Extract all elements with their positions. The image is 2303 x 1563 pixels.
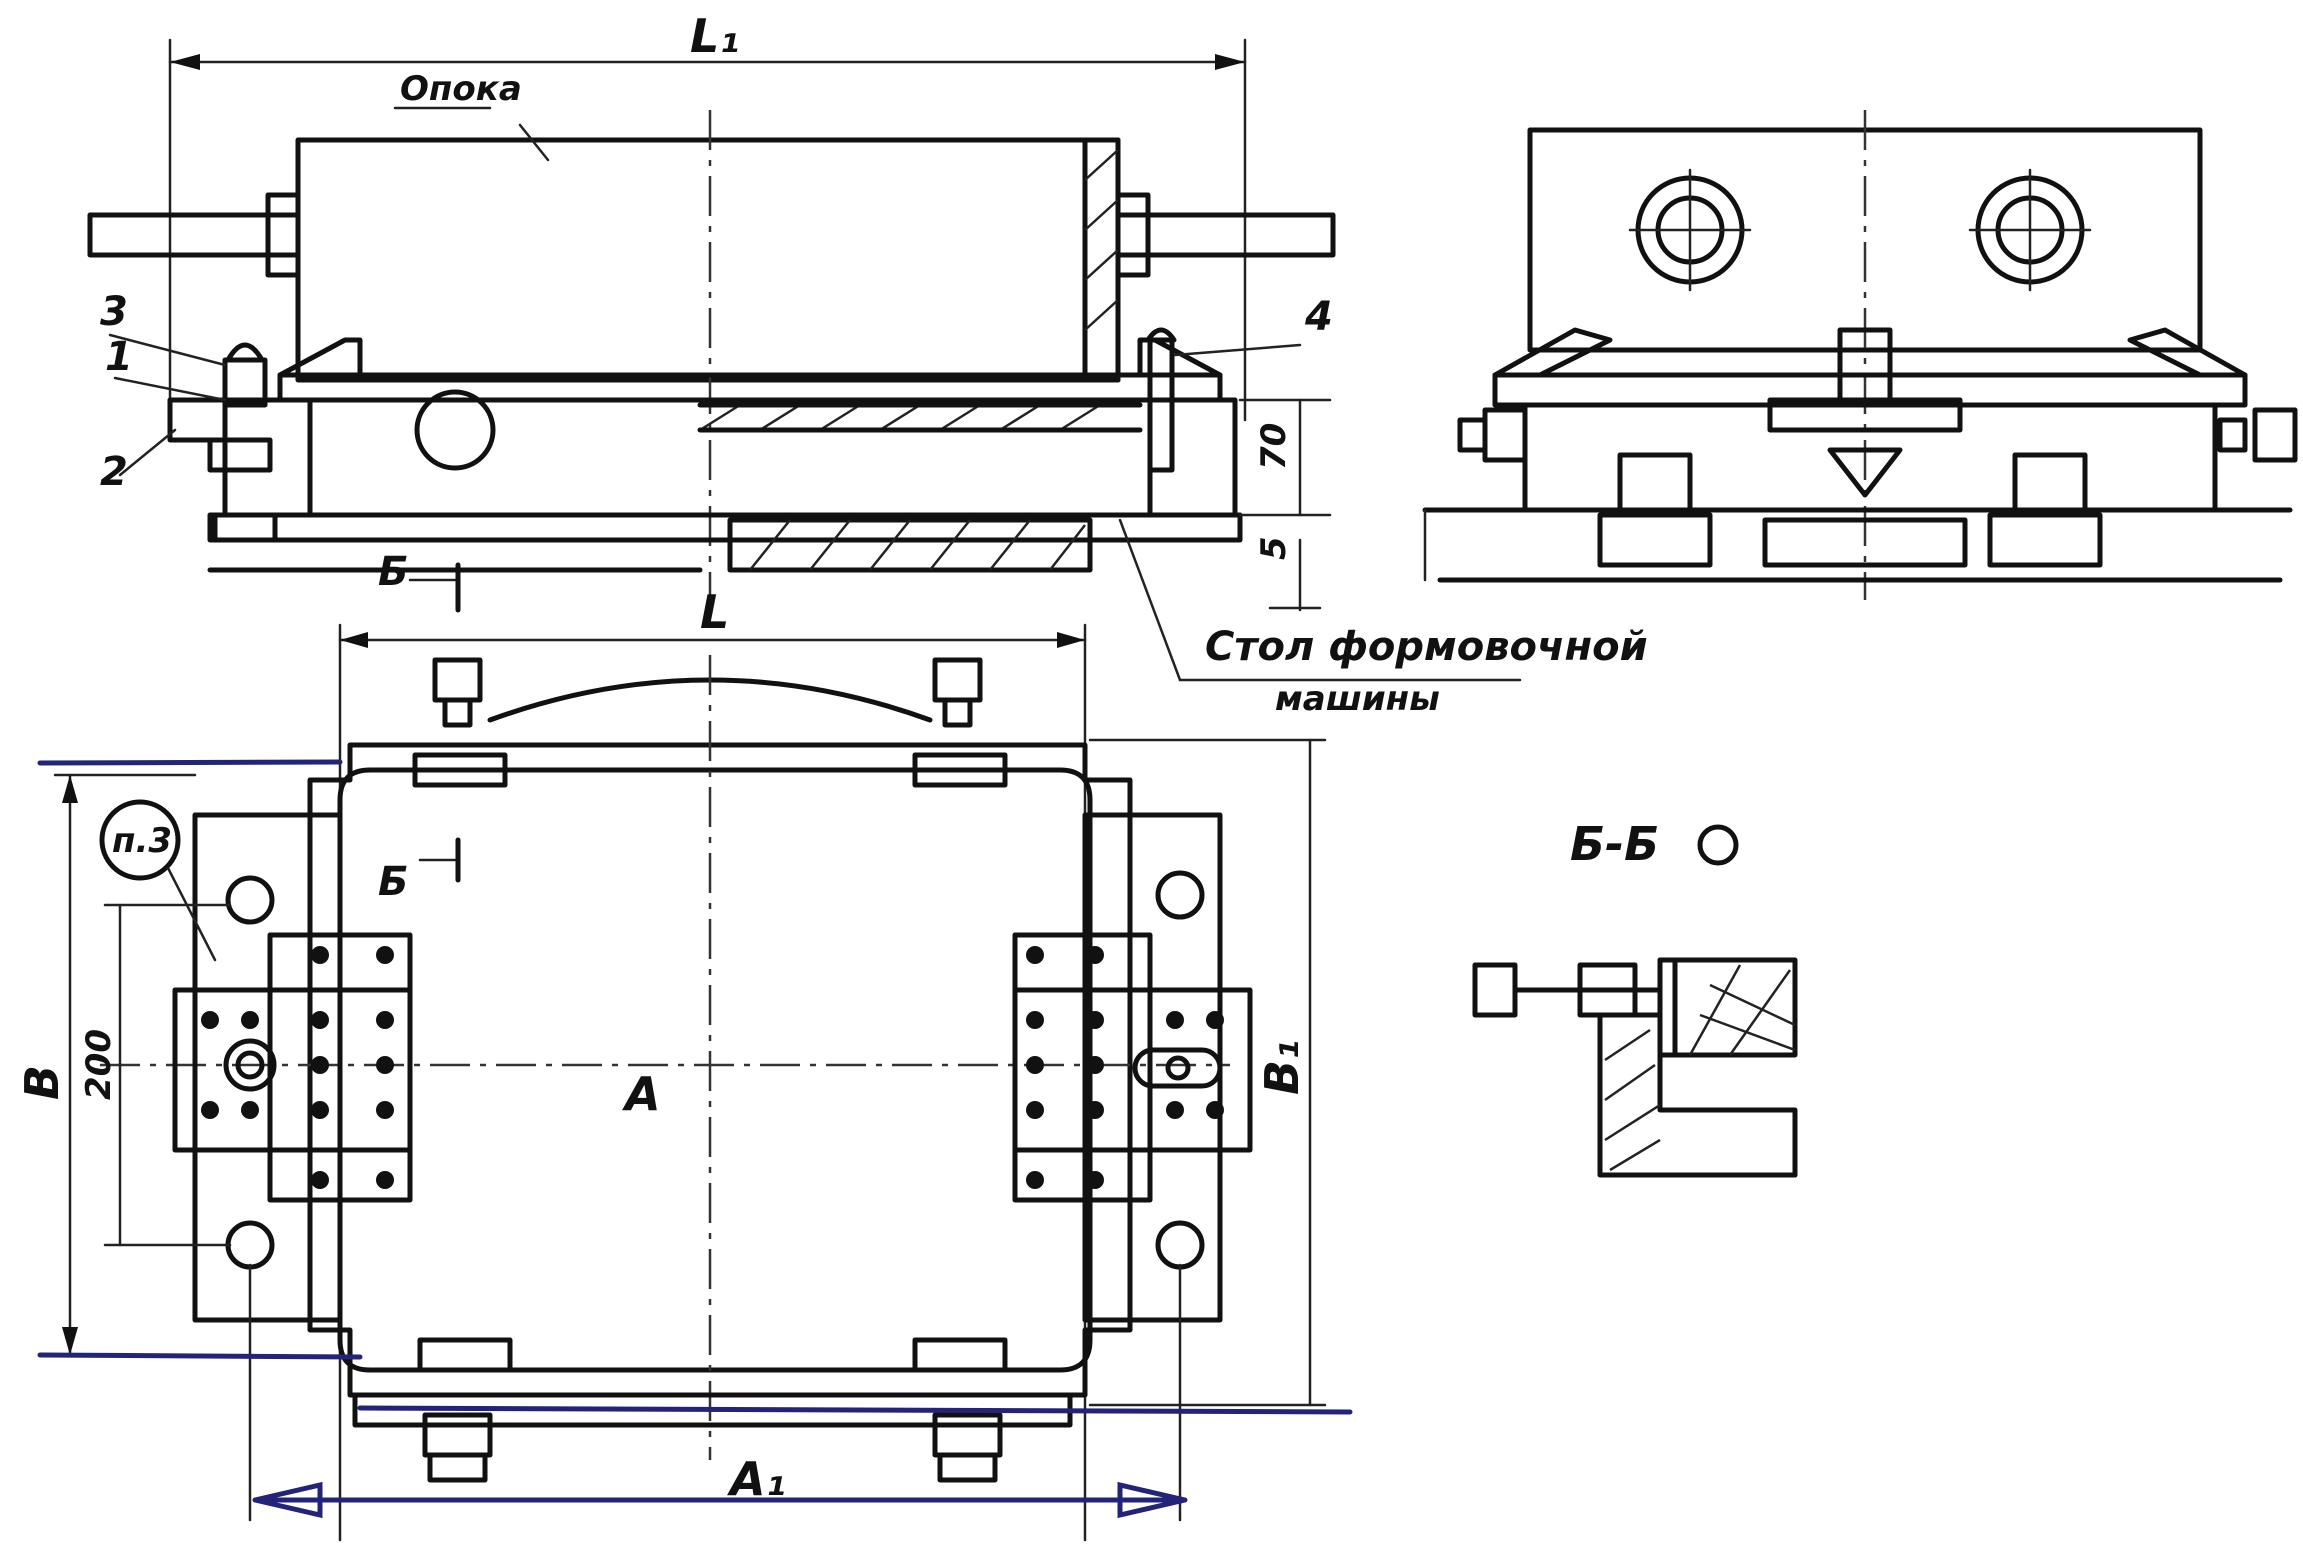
plan-view: L (15, 585, 1327, 1542)
left-bolt-pattern (201, 946, 394, 1189)
dim-A-label: А (622, 1067, 661, 1121)
ref-circle-label: п.3 (112, 821, 172, 861)
section-mark-b-bottom: Б (378, 859, 409, 905)
section-title: Б-Б (1570, 817, 1659, 871)
blue-markings (37, 759, 1353, 1519)
dim-5-label: 5 (1254, 536, 1294, 560)
dim-B-label: В (15, 1065, 69, 1100)
dim-B1-label: В₁ (1255, 1040, 1309, 1095)
section-b-b: Б-Б (1472, 817, 1798, 1178)
callout-1: 1 (105, 334, 133, 380)
dim-L-label: L (700, 585, 729, 639)
callout-4: 4 (1304, 294, 1333, 340)
opoka-label: Опока (400, 69, 522, 109)
dim-200-label: 200 (79, 1029, 119, 1100)
side-view (1422, 110, 2298, 600)
dim-A1-label: А₁ (727, 1452, 786, 1506)
dim-70-label: 70 (1254, 423, 1294, 470)
callout-3: 3 (100, 289, 128, 335)
right-bolt-pattern (1026, 946, 1224, 1189)
rotation-icon (1697, 824, 1739, 866)
stol-label-line1: Стол формовочной (1205, 624, 1648, 670)
front-view: L₁ Опока (87, 9, 1522, 682)
dim-L1-label: L₁ (690, 9, 739, 63)
section-mark-b-top: Б (378, 549, 409, 595)
stol-label-line2: машины (1275, 679, 1440, 719)
